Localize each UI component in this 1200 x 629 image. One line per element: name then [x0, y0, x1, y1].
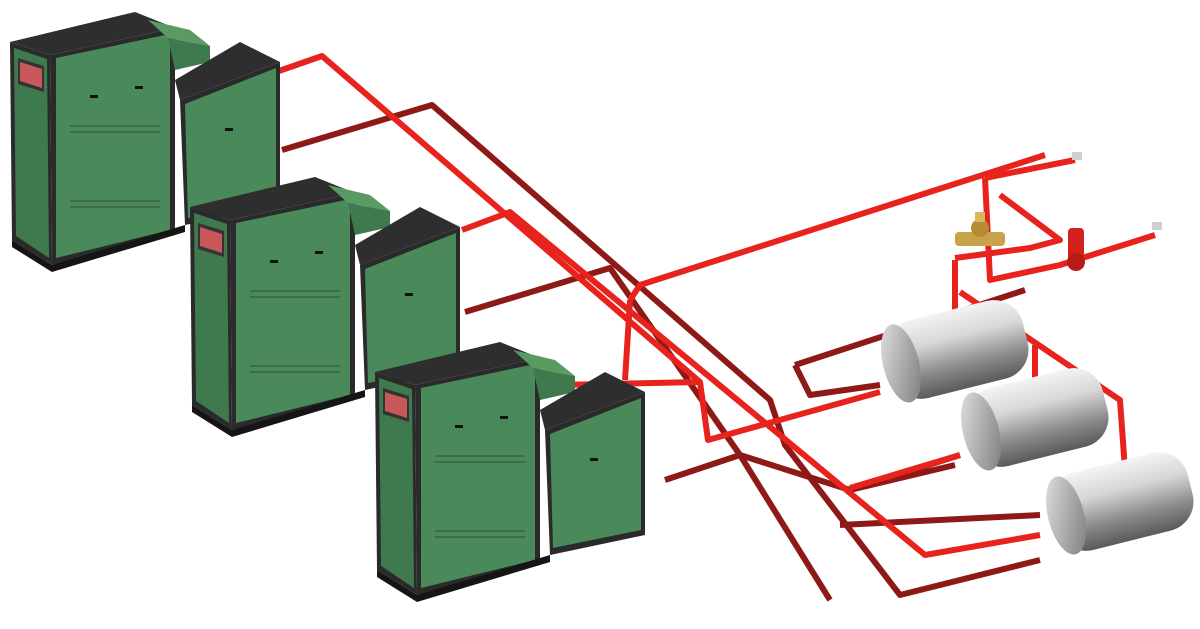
supply-piping: [275, 53, 1156, 558]
storage-tank-3: [1046, 452, 1194, 555]
boiler-unit-3: [375, 342, 645, 602]
mixing-valve: [955, 212, 1005, 246]
outlet-caps: [1072, 152, 1162, 230]
storage-tank-2: [961, 368, 1109, 471]
storage-tank-1: [881, 300, 1029, 403]
circulator-pump: [1067, 228, 1085, 271]
